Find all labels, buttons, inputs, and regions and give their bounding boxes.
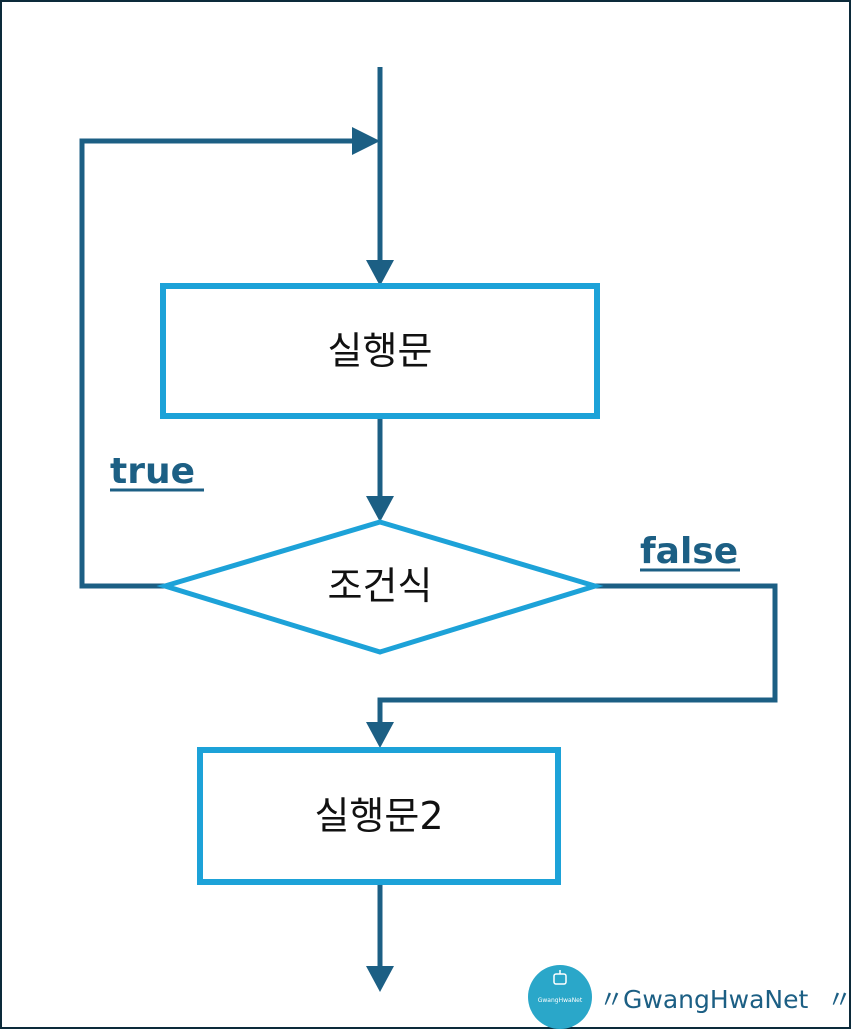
connectors (79, 67, 778, 992)
exit-arrowhead (366, 966, 394, 992)
robot-head-icon (553, 970, 567, 985)
watermark-logo (528, 965, 592, 1029)
loop-back-line (79, 138, 354, 589)
statement2-box (197, 747, 561, 885)
false-edge-label: false (640, 531, 740, 572)
loop-back-arrowhead (352, 127, 380, 155)
condition-diamond (156, 519, 604, 655)
condition-label: 조건식 (328, 564, 433, 608)
true-edge-label: true (110, 451, 204, 492)
entry-arrowhead (366, 260, 394, 286)
statement-label: 실행문 (328, 329, 433, 373)
statement-to-condition-arrowhead (366, 496, 394, 522)
statement-node: 실행문 (160, 283, 600, 419)
statement2-node: 실행문2 (197, 747, 561, 885)
false-branch-arrowhead (366, 722, 394, 748)
false-branch-line (377, 583, 778, 724)
condition-node: 조건식 (156, 519, 604, 655)
false-label-text: false (640, 531, 738, 572)
watermark-decorator-left: 〃 (599, 985, 624, 1014)
watermark-decorator-right: 〃 (827, 985, 851, 1014)
statement2-label: 실행문2 (314, 794, 443, 838)
true-label-text: true (110, 451, 195, 492)
statement-box (160, 283, 600, 419)
watermark-logo-text: GwangHwaNet (538, 997, 583, 1004)
watermark-brand: GwangHwaNet (623, 985, 809, 1014)
watermark: GwangHwaNet 〃 GwangHwaNet 〃 (528, 965, 851, 1029)
